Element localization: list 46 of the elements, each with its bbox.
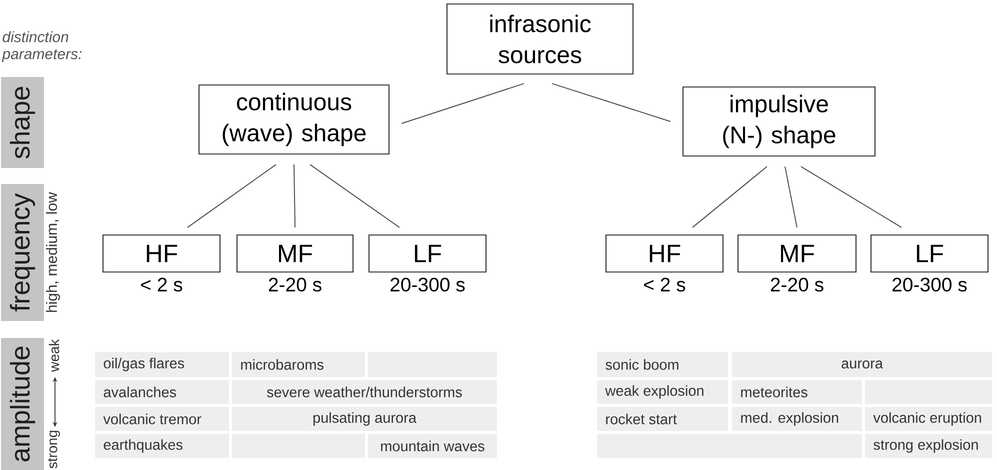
connector-line bbox=[784, 166, 798, 228]
table-cell: rocket start bbox=[597, 407, 728, 431]
connector-line bbox=[800, 166, 902, 228]
table-cell: volcanic tremor bbox=[95, 407, 229, 431]
period-label: < 2 s bbox=[644, 278, 686, 292]
scale-label: strong bbox=[48, 430, 60, 468]
frequency-box: MF bbox=[236, 234, 354, 273]
parameter-band: shape bbox=[1, 77, 44, 168]
table-cell: mountain waves bbox=[368, 434, 497, 458]
category-box: infrasonic sources bbox=[446, 3, 634, 75]
parameter-band: amplitude bbox=[1, 338, 44, 470]
heading-note: distinction parameters: bbox=[2, 31, 82, 62]
period-label: 20-300 s bbox=[390, 278, 465, 292]
table-cell: severe weather/thunderstorms bbox=[232, 380, 497, 404]
connector-line bbox=[552, 83, 671, 122]
frequency-box: HF bbox=[605, 234, 724, 273]
table-cell: volcanic eruption bbox=[865, 407, 992, 431]
frequency-box: LF bbox=[368, 234, 487, 273]
period-label: < 2 s bbox=[141, 278, 182, 292]
scale-label: weak bbox=[48, 339, 60, 372]
table-cell: aurora bbox=[732, 352, 992, 377]
table-cell: avalanches bbox=[95, 380, 229, 404]
connector-line bbox=[401, 83, 524, 124]
table-cell: sonic boom bbox=[597, 352, 728, 377]
frequency-box: HF bbox=[102, 234, 221, 273]
period-label: 2-20 s bbox=[268, 278, 322, 292]
table-cell: meteorites bbox=[732, 380, 862, 404]
scale-label: high, medium, low bbox=[46, 192, 60, 312]
table-cell: weak explosion bbox=[597, 380, 728, 404]
parameter-band: frequency bbox=[1, 184, 44, 321]
table-cell: pulsating aurora bbox=[232, 407, 497, 431]
table-cell: earthquakes bbox=[95, 434, 229, 458]
table-cell: oil/gas flares bbox=[95, 352, 229, 377]
frequency-box: MF bbox=[737, 234, 857, 273]
connector-line bbox=[310, 164, 400, 228]
category-box: impulsive (N-) shape bbox=[682, 86, 876, 157]
table-cell: strong explosion bbox=[865, 434, 992, 458]
period-label: 2-20 s bbox=[770, 278, 824, 292]
connector-line bbox=[294, 164, 296, 228]
connector-line bbox=[187, 164, 276, 228]
category-box: continuous (wave) shape bbox=[198, 84, 390, 155]
connector-line bbox=[692, 166, 768, 228]
table-cell: microbaroms bbox=[232, 352, 365, 377]
period-label: 20-300 s bbox=[892, 278, 967, 292]
frequency-box: LF bbox=[870, 234, 989, 273]
table-cell: med. explosion bbox=[732, 407, 862, 431]
